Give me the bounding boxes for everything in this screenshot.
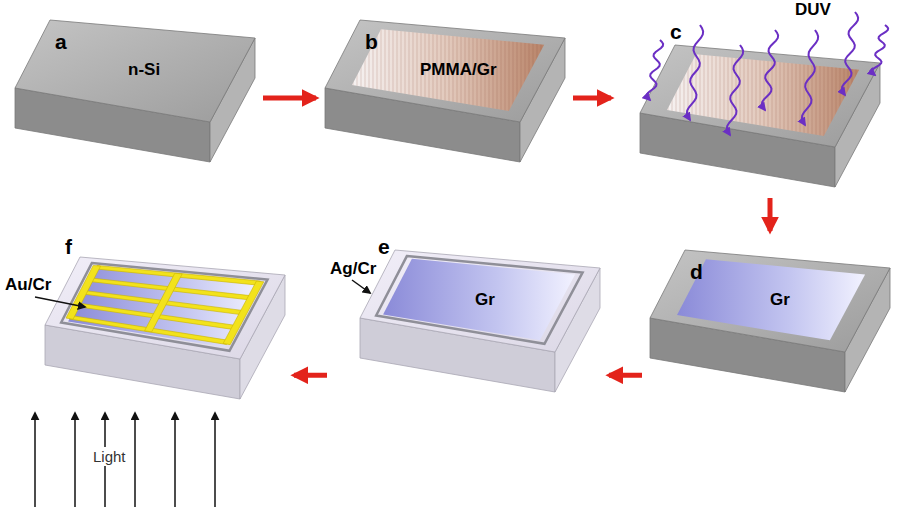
- step-letter: b: [365, 30, 378, 54]
- step-letter: d: [690, 260, 703, 284]
- electrode-label: Au/Cr: [5, 275, 51, 295]
- light-ray: [134, 413, 136, 507]
- duv-ray: [762, 30, 778, 110]
- process-step: bPMMA/Gr: [320, 10, 570, 170]
- substrate-illustration: [10, 10, 260, 170]
- light-ray: [74, 413, 76, 507]
- duv-ray: [802, 30, 818, 125]
- substrate-illustration: [320, 10, 570, 170]
- duv-ray: [872, 25, 888, 75]
- ag-cr-frame: [376, 256, 582, 344]
- process-arrow: [573, 96, 611, 101]
- substrate-top-face: [640, 45, 880, 147]
- au-cr-busbar: [223, 281, 264, 345]
- au-cr-busbar: [145, 273, 183, 332]
- duv-ray: [727, 45, 743, 135]
- graphene-film: [383, 259, 575, 341]
- light-ray: [34, 413, 36, 507]
- substrate-top-face: [325, 20, 565, 122]
- process-step: eGr Ag/Cr: [330, 235, 605, 400]
- process-arrow: [294, 373, 327, 378]
- electrode-label: Ag/Cr: [330, 259, 376, 279]
- process-step: fAu/CrLight: [5, 235, 290, 509]
- material-label: Gr: [475, 290, 495, 310]
- film-texture: [352, 29, 544, 111]
- substrate-illustration: [645, 235, 895, 400]
- step-letter: e: [378, 235, 390, 259]
- substrate-top-face: [360, 250, 600, 352]
- process-step: dGr: [645, 235, 895, 400]
- material-label: n-Si: [128, 60, 160, 80]
- au-cr-busbar: [66, 265, 101, 319]
- substrate-top-face: [15, 20, 255, 122]
- duv-ray: [687, 25, 703, 120]
- graphene-film: [677, 259, 865, 340]
- duv-ray: [842, 12, 858, 95]
- pmma-graphene-film: [352, 29, 544, 111]
- duv-ray: [647, 40, 663, 100]
- radiation-label: DUV: [795, 0, 831, 20]
- light-ray: [214, 413, 216, 507]
- leader-arrow: [352, 280, 370, 293]
- substrate-top-face: [45, 257, 285, 359]
- process-step: a n-Si: [10, 10, 260, 170]
- step-letter: f: [65, 235, 72, 259]
- au-cr-grid: [66, 265, 264, 344]
- material-label: PMMA/Gr: [420, 60, 497, 80]
- process-arrow: [768, 198, 773, 231]
- light-ray: [174, 413, 176, 507]
- material-label: Gr: [770, 290, 790, 310]
- substrate-illustration: [615, 0, 900, 195]
- process-arrow: [263, 96, 316, 101]
- step-letter: c: [670, 20, 682, 44]
- leader-arrow: [35, 297, 85, 307]
- process-step: c DUV: [615, 0, 900, 195]
- substrate-top-face: [650, 250, 890, 352]
- step-letter: a: [55, 30, 67, 54]
- light-label: Light: [90, 447, 129, 466]
- ag-cr-frame: [61, 263, 267, 351]
- process-arrow: [609, 373, 642, 378]
